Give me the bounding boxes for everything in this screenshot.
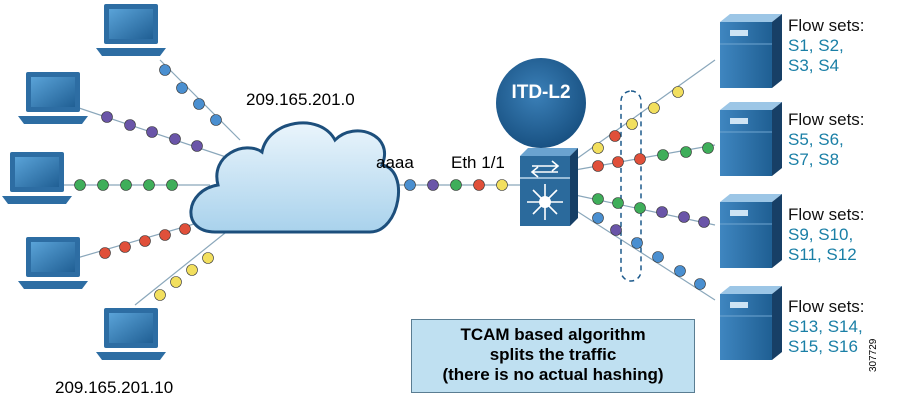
cloud-ip-label: 209.165.201.0: [246, 90, 355, 109]
packet-bead: [450, 179, 462, 191]
packet-bead: [169, 133, 181, 145]
packet-beads: [74, 64, 714, 301]
server-icon: [720, 194, 782, 268]
flow-sets-server-3: Flow sets: S9, S10, S11, S12: [788, 205, 865, 264]
packet-bead: [404, 179, 416, 191]
packet-bead: [592, 160, 604, 172]
flow-selector-outline: [620, 90, 642, 282]
packet-bead: [592, 142, 604, 154]
packet-bead: [702, 142, 714, 154]
server-icon: [720, 286, 782, 360]
packet-bead: [159, 64, 171, 76]
tcam-note-box: TCAM based algorithm splits the traffic …: [411, 319, 695, 393]
packet-bead: [186, 264, 198, 276]
packet-bead: [680, 146, 692, 158]
itd-name-label: ITD-L2: [511, 82, 571, 103]
packet-bead: [609, 130, 621, 142]
flow-sets-server-2: Flow sets: S5, S6, S7, S8: [788, 110, 865, 169]
laptop-icon: [18, 237, 88, 289]
packet-bead: [634, 202, 646, 214]
packet-bead: [657, 149, 669, 161]
client-ip-label: 209.165.201.10: [55, 378, 174, 397]
packet-bead: [592, 212, 604, 224]
packet-bead: [427, 179, 439, 191]
packet-bead: [159, 229, 171, 241]
packet-bead: [101, 111, 113, 123]
packet-bead: [202, 252, 214, 264]
packet-bead: [648, 102, 660, 114]
packet-bead: [119, 241, 131, 253]
packet-bead: [698, 216, 710, 228]
packet-bead: [176, 82, 188, 94]
packet-bead: [473, 179, 485, 191]
packet-bead: [146, 126, 158, 138]
packet-bead: [139, 235, 151, 247]
packet-bead: [626, 118, 638, 130]
server-icon: [720, 14, 782, 88]
server-icon: [720, 102, 782, 176]
cloud-icon: [189, 121, 401, 234]
packet-bead: [672, 86, 684, 98]
packet-bead: [166, 179, 178, 191]
laptop-icon: [96, 308, 166, 360]
packet-bead: [210, 114, 222, 126]
figure-id: 307729: [868, 338, 879, 372]
packet-bead: [631, 237, 643, 249]
packet-bead: [678, 211, 690, 223]
packet-bead: [592, 193, 604, 205]
packet-bead: [99, 247, 111, 259]
packet-bead: [193, 98, 205, 110]
interface-label: Eth 1/1: [451, 153, 505, 172]
packet-bead: [143, 179, 155, 191]
packet-bead: [634, 153, 646, 165]
packet-bead: [74, 179, 86, 191]
packet-bead: [674, 265, 686, 277]
packet-bead: [179, 223, 191, 235]
packet-bead: [191, 140, 203, 152]
packet-bead: [612, 156, 624, 168]
laptop-icon: [2, 152, 72, 204]
packet-bead: [170, 276, 182, 288]
packet-bead: [612, 197, 624, 209]
packet-bead: [124, 119, 136, 131]
flow-sets-server-4: Flow sets: S13, S14, S15, S16: [788, 297, 865, 356]
itd-l2-service-circle: [496, 58, 586, 148]
laptop-icon: [96, 4, 166, 56]
packet-bead: [154, 289, 166, 301]
vlan-label: aaaa: [376, 153, 414, 172]
switch-icon: [520, 148, 578, 226]
laptop-icon: [18, 72, 88, 124]
packet-bead: [120, 179, 132, 191]
packet-bead: [97, 179, 109, 191]
packet-bead: [694, 278, 706, 290]
flow-sets-server-1: Flow sets: S1, S2, S3, S4: [788, 16, 865, 75]
packet-bead: [610, 224, 622, 236]
packet-bead: [496, 179, 508, 191]
packet-bead: [656, 206, 668, 218]
packet-bead: [652, 251, 664, 263]
